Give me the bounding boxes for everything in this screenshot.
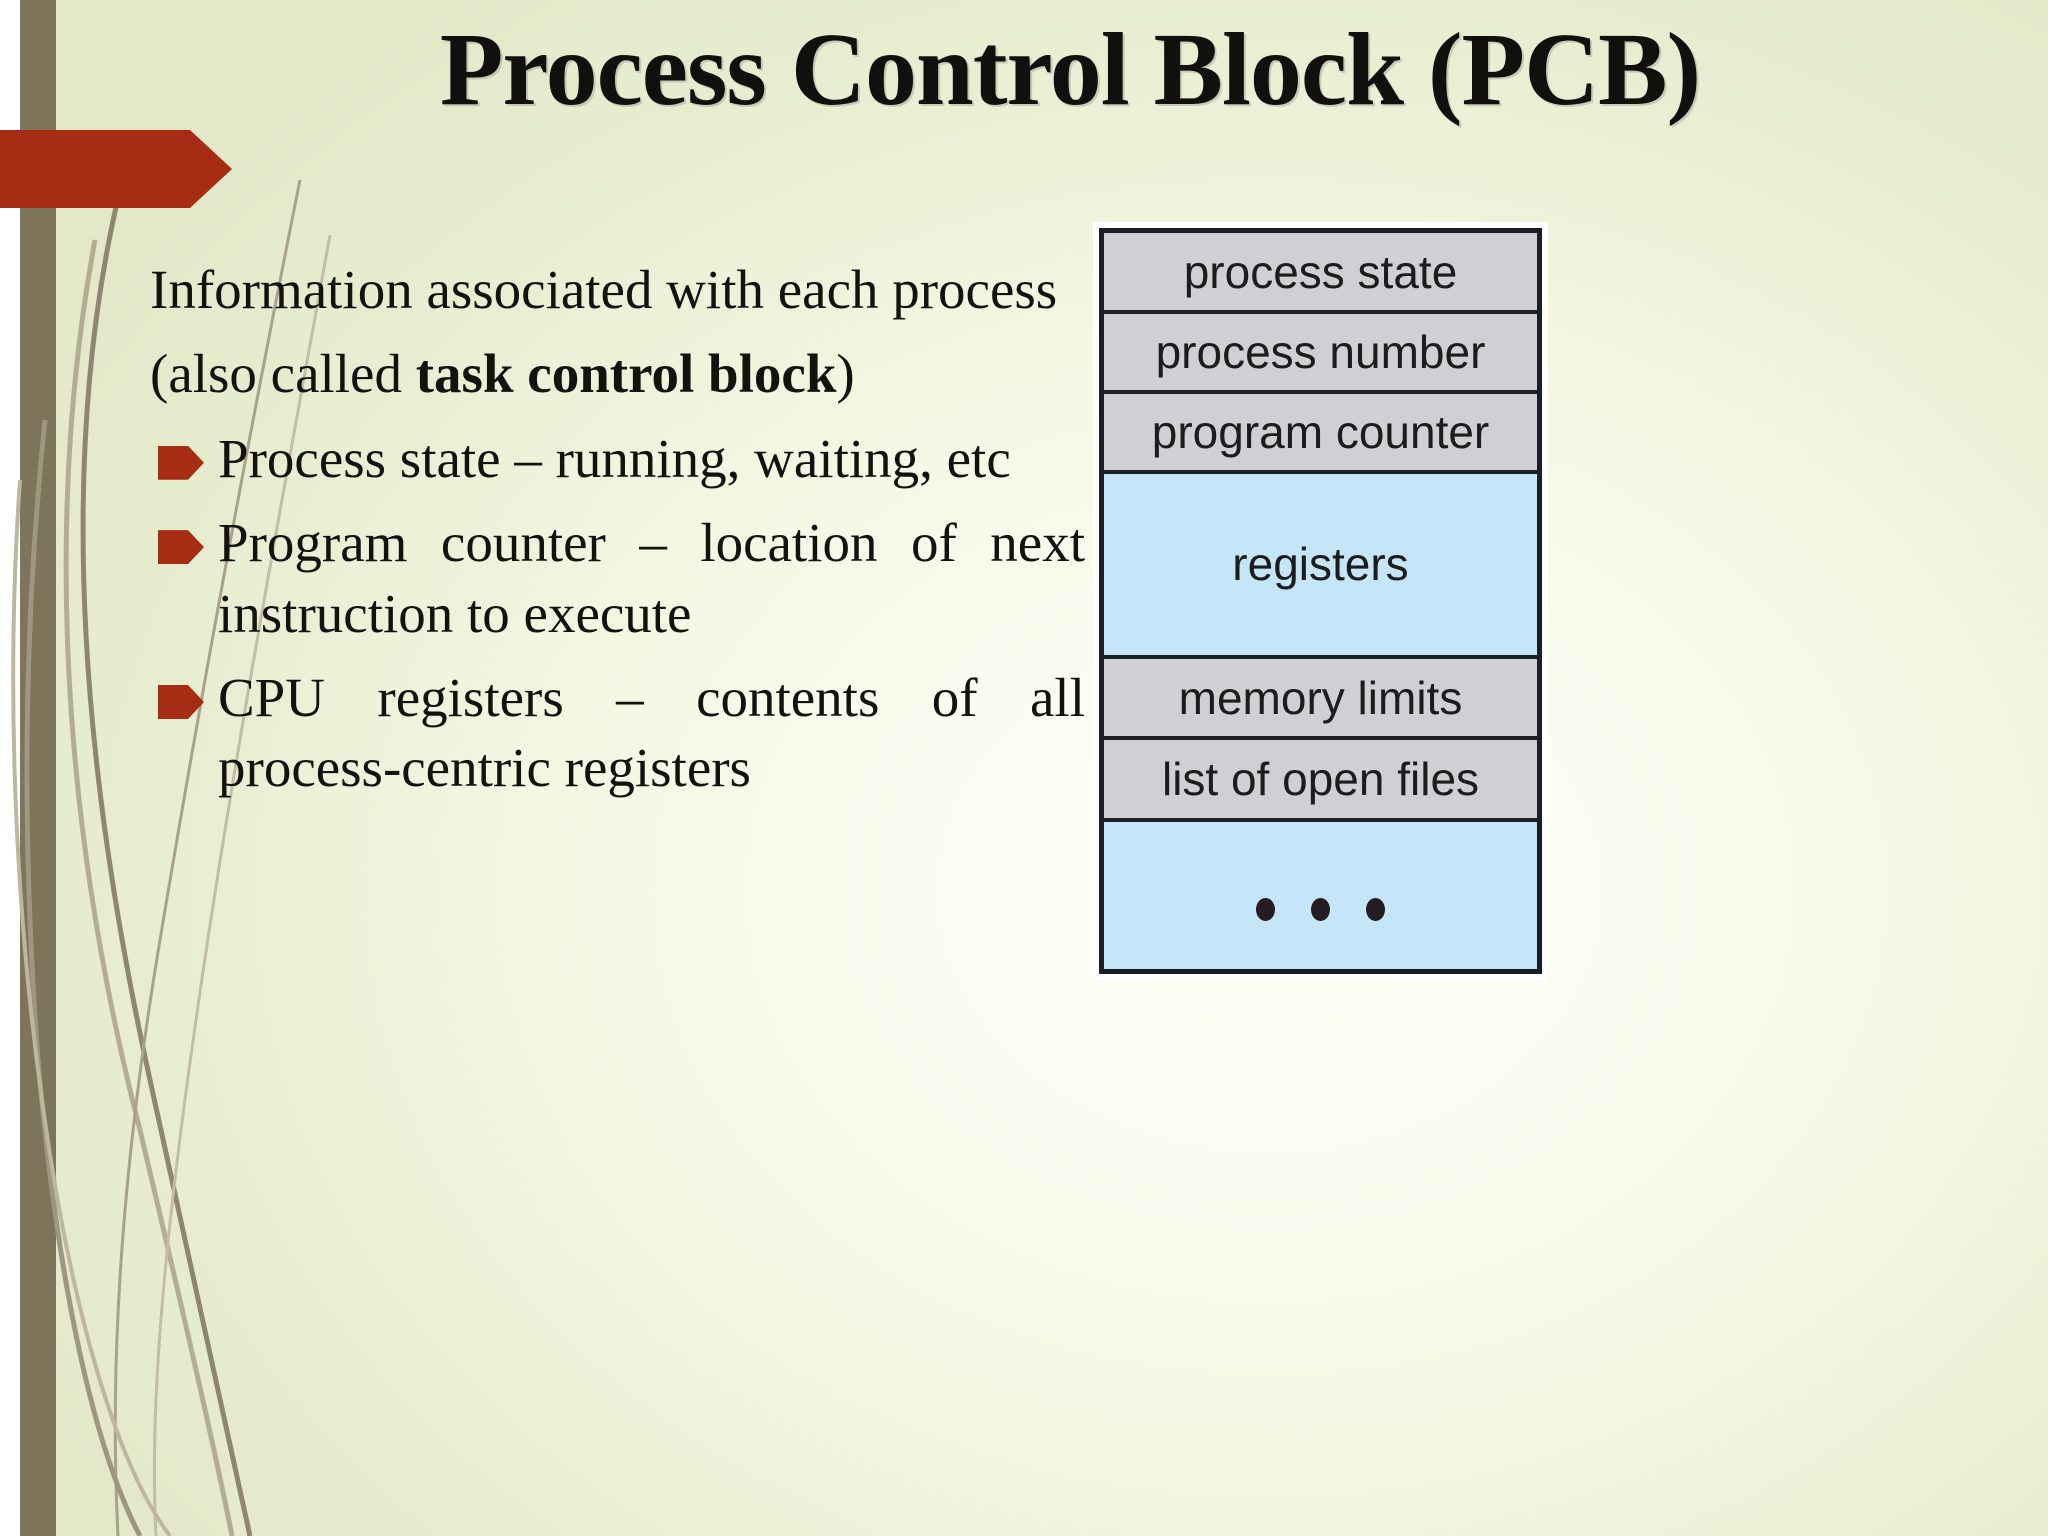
alias-suffix: ) [836, 343, 855, 405]
content-body: Information associated with each process… [150, 255, 1085, 804]
bullet-label: Program counter – location of next instr… [218, 512, 1085, 644]
left-edge-strip [0, 0, 20, 1536]
alias-paragraph: (also called task control block) [150, 339, 1085, 409]
bullet-label: CPU registers – contents of all process-… [218, 666, 1085, 799]
pcb-row-label: process number [1155, 326, 1486, 379]
pcb-row-label: program counter [1151, 405, 1490, 458]
pcb-row-label: process state [1183, 245, 1458, 298]
pcb-row-label: list of open files [1161, 753, 1480, 805]
arrow-bullet-icon [158, 684, 204, 719]
ellipsis-dots-icon [1256, 897, 1385, 921]
pcb-diagram: process state process number program count… [1093, 222, 1548, 980]
pcb-row: process state [1104, 233, 1537, 315]
alias-bold-term: task control block [415, 343, 837, 405]
arrow-bullet-icon [158, 445, 204, 480]
alias-prefix: (also called [150, 343, 416, 405]
intro-paragraph: Information associated with each process [150, 259, 1058, 320]
bullet-item-cpu-registers: CPU registers – contents of all process-… [150, 663, 1085, 804]
accent-banner-arrow [0, 130, 232, 208]
pcb-row-label: memory limits [1178, 671, 1463, 724]
bullet-label: Process state – running, waiting, etc [218, 427, 1011, 489]
pcb-row-ellipsis [1104, 821, 1537, 970]
dot [1256, 897, 1275, 921]
pcb-row: list of open files [1104, 740, 1537, 822]
pcb-row: registers [1104, 473, 1537, 659]
pcb-row: memory limits [1104, 658, 1537, 741]
dot [1311, 897, 1330, 921]
pcb-row: process number [1104, 314, 1537, 394]
bullet-item-process-state: Process state – running, waiting, etc [150, 424, 1085, 494]
pcb-diagram-table: process state process number program count… [1099, 228, 1542, 974]
arrow-bullet-icon [158, 530, 204, 565]
dot [1366, 897, 1385, 921]
pcb-row-label: registers [1232, 538, 1409, 591]
left-decorative-band [20, 0, 56, 1536]
page-title: Process Control Block (PCB) [439, 12, 1701, 127]
bullet-item-program-counter: Program counter – location of next instr… [150, 508, 1085, 649]
pcb-row: program counter [1104, 393, 1537, 474]
